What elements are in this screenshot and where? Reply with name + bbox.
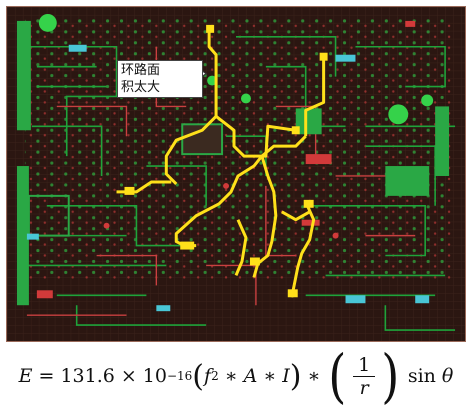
formula-times: ×	[120, 365, 137, 387]
formula-sin: sin	[407, 365, 436, 387]
mounting-holes	[38, 13, 434, 125]
cyan-pads	[26, 44, 430, 312]
big-paren-close: )	[381, 342, 400, 410]
formula-I: I	[282, 365, 290, 387]
fraction-numerator: 1	[353, 354, 376, 377]
callout-line-2: 积太大	[121, 80, 161, 95]
paren-open: (	[192, 359, 205, 394]
formula-f: f	[204, 365, 212, 387]
green-traces	[26, 36, 456, 331]
formula-equals: =	[38, 365, 55, 387]
formula-star-1: ∗	[224, 365, 238, 387]
big-paren-open: (	[328, 342, 347, 410]
fraction-denominator: r	[359, 376, 369, 399]
formula-theta: θ	[441, 365, 454, 387]
callout-line-1: 环路面	[121, 63, 161, 78]
formula-base: 10	[142, 365, 167, 387]
formula-coefficient: 131.6	[60, 365, 115, 387]
formula-f-exponent: 2	[211, 369, 219, 383]
highlight-pads	[124, 24, 328, 298]
paren-close: )	[289, 359, 302, 394]
formula-A: A	[243, 365, 258, 387]
annotation-callout: 环路面 积太大	[117, 60, 203, 98]
pcb-layout-image	[6, 6, 466, 342]
formula-exponent: −16	[166, 369, 193, 383]
formula-star-2: ∗	[263, 365, 277, 387]
formula-star-3: ∗	[307, 365, 321, 387]
formula-lhs: E	[18, 365, 33, 387]
